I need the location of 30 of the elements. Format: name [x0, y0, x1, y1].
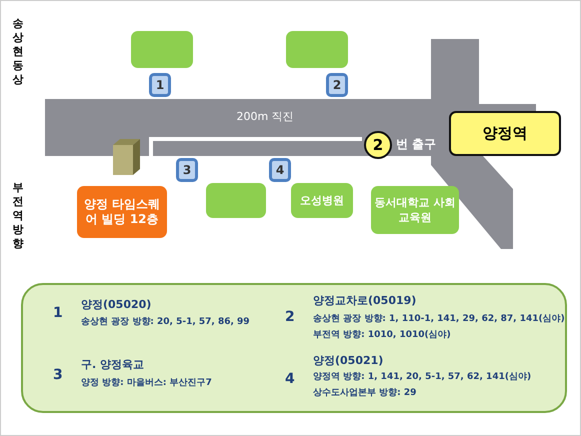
route-list: 송상현 광장 방향: 20, 5-1, 57, 86, 99: [81, 315, 250, 328]
route-number: 1: [53, 305, 63, 321]
school-box: 동서대학교 사회교육원: [371, 186, 459, 234]
stop-name: 양정(05021): [313, 353, 384, 368]
stop-name: 양정(05020): [81, 297, 152, 312]
direction-label: 송상현 동상: [12, 17, 24, 87]
shop-box: [286, 31, 348, 68]
route-number: 3: [53, 367, 63, 383]
bus-info-panel: [21, 283, 567, 413]
destination-box: 양정 타임스퀘어 빌딩 12층: [77, 186, 167, 238]
station-box: 양정역: [449, 111, 561, 156]
route-number: 4: [285, 371, 295, 387]
bus-stop-sign: 1: [149, 73, 171, 97]
stop-name: 양정교차로(05019): [313, 293, 416, 308]
bus-stop-sign: 2: [326, 73, 348, 97]
route-list: 부전역 방향: 1010, 1010(심야): [313, 328, 451, 341]
route-list: 양정역 방향: 1, 141, 20, 5-1, 57, 62, 141(심야): [313, 370, 532, 383]
shop-box: [206, 183, 266, 218]
exit-label: 번 출구: [396, 136, 436, 153]
shop-box: [131, 31, 193, 68]
edge-label: 200m 직진: [236, 109, 294, 124]
direction-label: 부전역 방향: [12, 181, 24, 251]
hospital-box: 오성병원: [291, 183, 353, 218]
route-list: 송상현 광장 방향: 1, 110-1, 141, 29, 62, 87, 141(심야): [313, 312, 565, 325]
bus-stop-sign: 4: [269, 158, 291, 182]
route-list: 상수도사업본부 방향: 29: [313, 386, 416, 399]
stop-name: 구. 양정육교: [81, 357, 144, 372]
bus-stop-sign: 3: [176, 158, 198, 182]
route-list: 양정 방향: 마을버스: 부산진구7: [81, 376, 212, 389]
route-number: 2: [285, 309, 295, 325]
